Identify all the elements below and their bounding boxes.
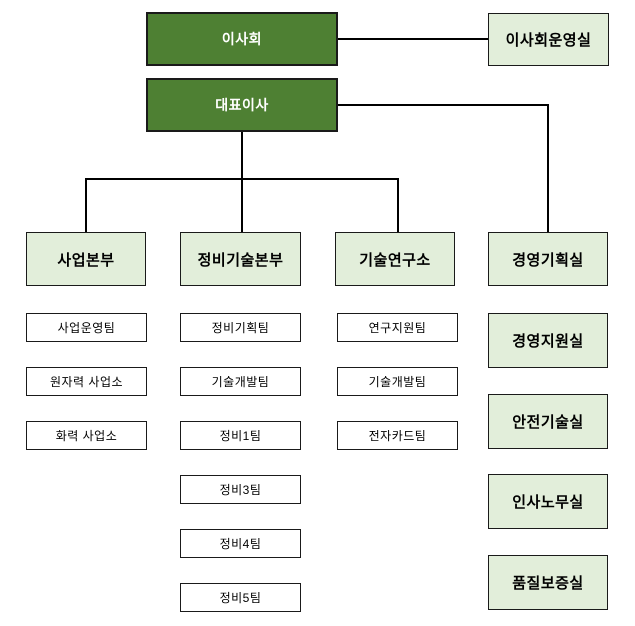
org-node-office: 품질보증실 bbox=[488, 555, 608, 610]
org-node-office: 인사노무실 bbox=[488, 474, 608, 529]
org-node-division-research: 기술연구소 bbox=[335, 232, 455, 286]
connector-drop-management bbox=[547, 104, 549, 232]
connector-board-to-board-office bbox=[338, 38, 488, 40]
org-node-division-management-planning: 경영기획실 bbox=[488, 232, 608, 286]
org-node-division-business: 사업본부 bbox=[26, 232, 146, 286]
org-node-team: 전자카드팀 bbox=[337, 421, 458, 450]
org-node-board-office: 이사회운영실 bbox=[488, 13, 609, 66]
connector-ceo-down bbox=[241, 132, 243, 178]
org-node-team: 기술개발팀 bbox=[180, 367, 301, 396]
org-node-board: 이사회 bbox=[146, 12, 338, 66]
connector-drop-maintenance-tech bbox=[241, 178, 243, 232]
org-node-team: 원자력 사업소 bbox=[26, 367, 147, 396]
org-node-office: 안전기술실 bbox=[488, 394, 608, 449]
org-node-team: 사업운영팀 bbox=[26, 313, 147, 342]
org-node-team: 화력 사업소 bbox=[26, 421, 147, 450]
org-node-ceo: 대표이사 bbox=[146, 78, 338, 132]
connector-drop-business bbox=[85, 178, 87, 232]
org-node-team: 정비4팀 bbox=[180, 529, 301, 558]
org-node-office: 경영지원실 bbox=[488, 313, 608, 368]
org-node-team: 정비3팀 bbox=[180, 475, 301, 504]
org-node-division-maintenance-tech: 정비기술본부 bbox=[180, 232, 301, 286]
org-node-team: 정비1팀 bbox=[180, 421, 301, 450]
org-node-team: 정비5팀 bbox=[180, 583, 301, 612]
org-node-team: 기술개발팀 bbox=[337, 367, 458, 396]
org-node-team: 정비기획팀 bbox=[180, 313, 301, 342]
connector-drop-research bbox=[397, 178, 399, 232]
org-node-team: 연구지원팀 bbox=[337, 313, 458, 342]
connector-ceo-to-management bbox=[338, 104, 548, 106]
